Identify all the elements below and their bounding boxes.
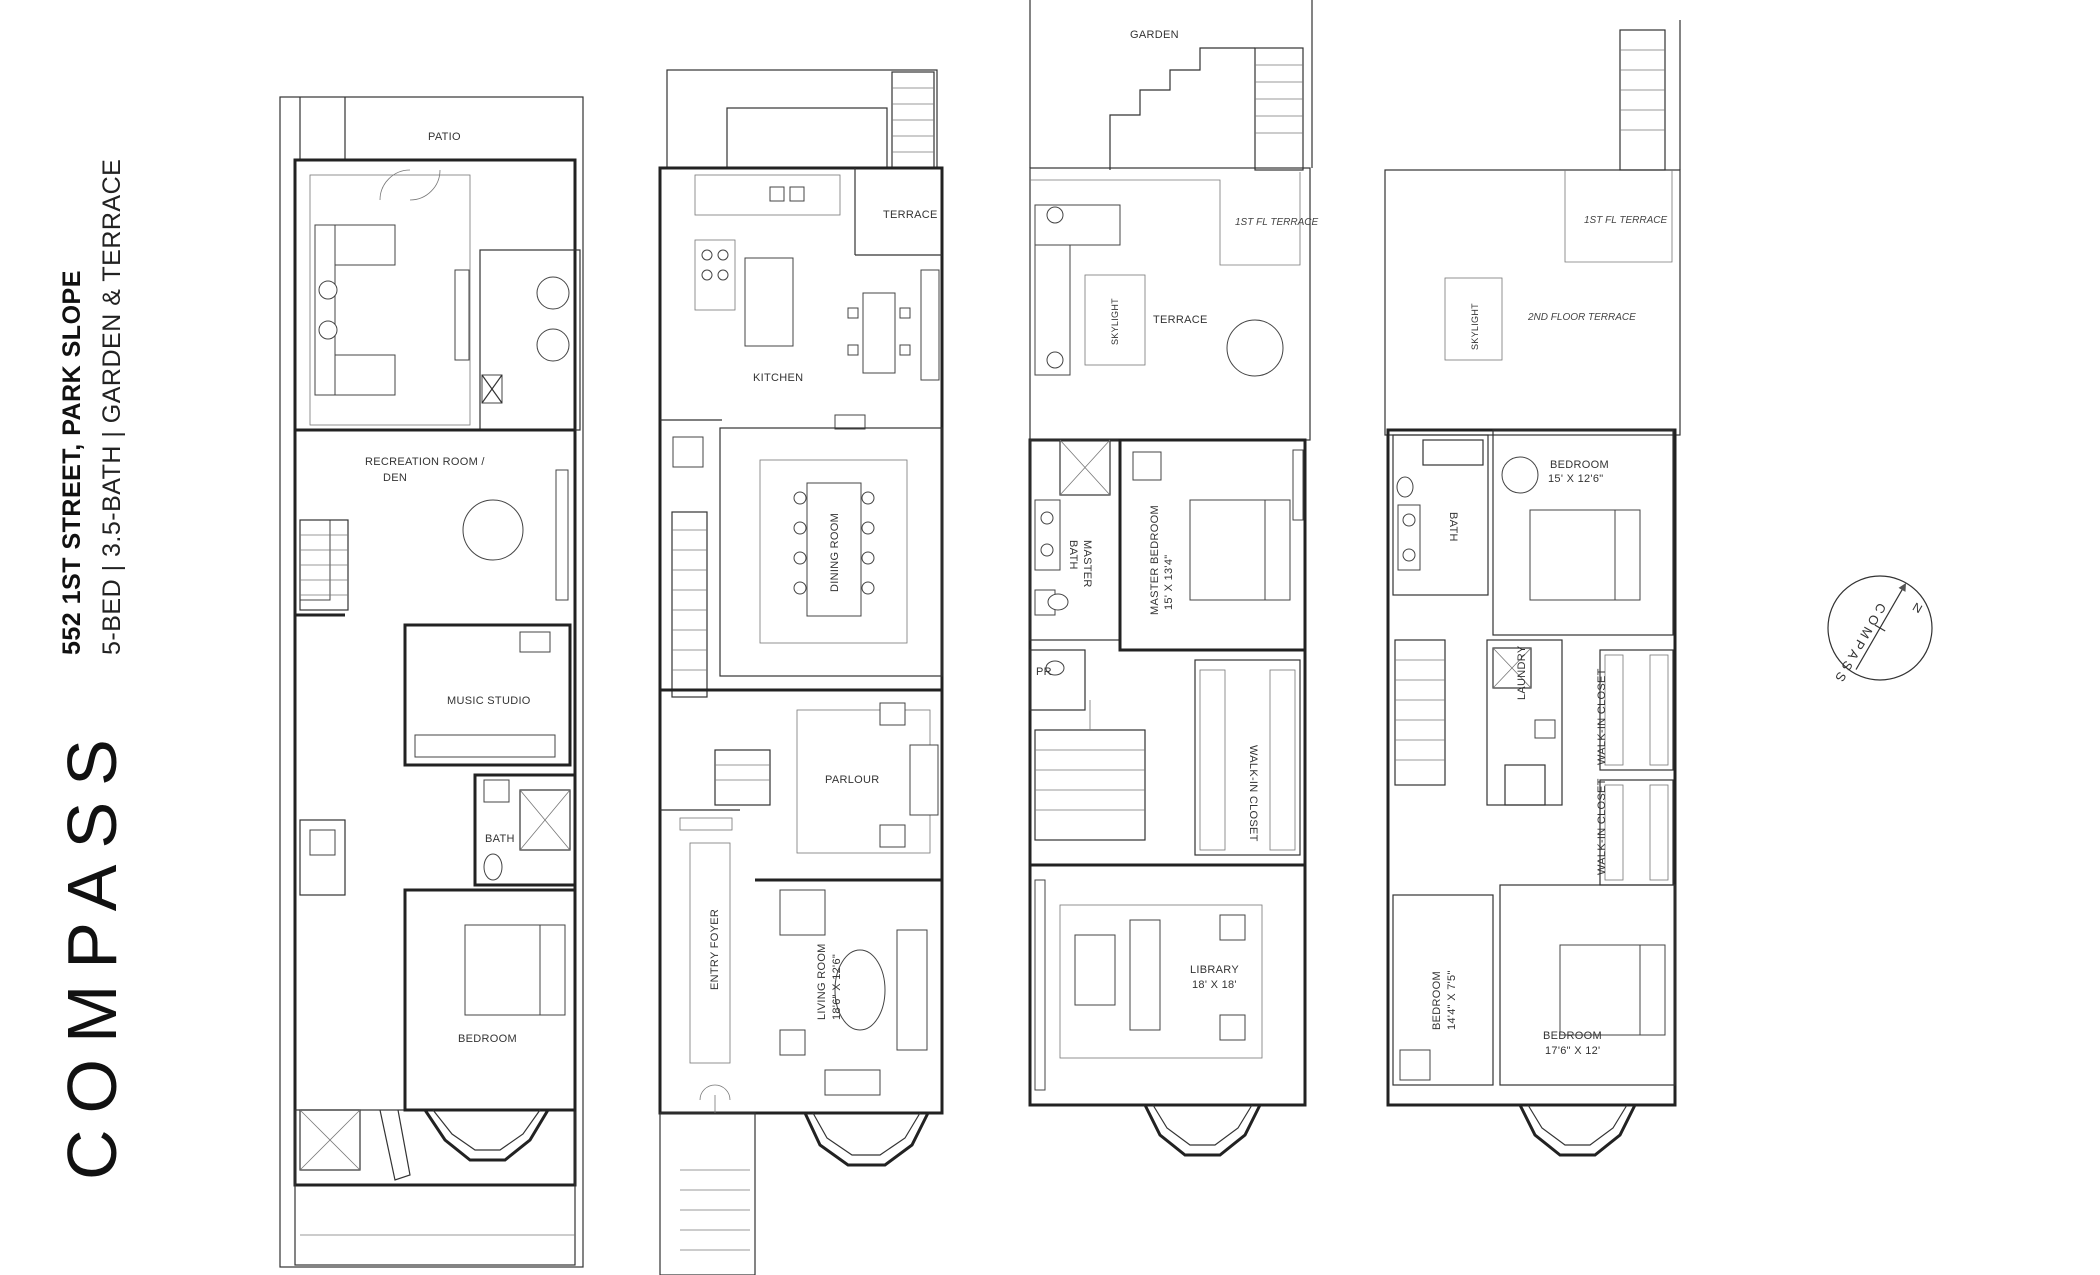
label-walk-in-closet-a: WALK-IN CLOSET: [1596, 668, 1608, 765]
label-second-terrace: TERRACE: [1153, 314, 1208, 326]
label-master-bedroom: MASTER BEDROOM: [1149, 505, 1161, 615]
compass-north: N: [1910, 600, 1925, 617]
label-living-room: LIVING ROOM: [816, 943, 828, 1020]
label-bedroom-c-size: 17'6" X 12': [1545, 1045, 1600, 1057]
label-master-bedroom-size: 15' X 13'4": [1163, 555, 1175, 610]
label-living-room-size: 18'6" X 12'6": [831, 954, 843, 1020]
label-pr: PR: [1036, 666, 1052, 678]
label-kitchen: KITCHEN: [753, 372, 803, 384]
garden-stairs: [299, 519, 349, 611]
label-dining-room: DINING ROOM: [829, 513, 841, 592]
label-second-floor-terrace: 2ND FLOOR TERRACE: [1527, 312, 1636, 323]
label-walk-in-closet-b: WALK-IN CLOSET: [1596, 778, 1608, 875]
label-patio: PATIO: [428, 131, 461, 143]
label-laundry: LAUNDRY: [1516, 645, 1528, 700]
label-bedroom-b: BEDROOM: [1431, 971, 1443, 1030]
label-recreation-room: RECREATION ROOM /: [365, 456, 485, 468]
label-bedroom-a: BEDROOM: [1550, 459, 1609, 471]
top-level-plan: 1ST FL TERRACE SKYLIGHT 2ND FLOOR TERRAC…: [1384, 20, 1681, 1157]
label-first-fl-terrace-3: 1ST FL TERRACE: [1584, 215, 1667, 226]
label-garden-bath: BATH: [485, 833, 515, 845]
label-bedroom-a-size: 15' X 12'6": [1548, 473, 1603, 485]
compass-rose-label: COMPASS: [1830, 600, 1889, 687]
parlour-level-plan: TERRACE KITCHEN DINING ROOM PARLOUR ENTR…: [658, 69, 944, 1275]
label-first-fl-terrace-2: 1ST FL TERRACE: [1235, 217, 1318, 228]
label-library: LIBRARY: [1190, 964, 1239, 976]
label-library-size: 18' X 18': [1192, 979, 1237, 991]
label-garden-bedroom: BEDROOM: [458, 1033, 517, 1045]
label-top-bath: BATH: [1447, 512, 1459, 542]
compass-rose: COMPASS N: [1827, 575, 1933, 688]
label-parlour: PARLOUR: [825, 774, 879, 786]
compass-arrow-icon: [1898, 582, 1906, 592]
label-master-bath-2: BATH: [1067, 540, 1079, 570]
label-den: DEN: [383, 472, 407, 484]
label-skylight-3: SKYLIGHT: [1470, 303, 1480, 350]
label-bedroom-c: BEDROOM: [1543, 1030, 1602, 1042]
garden-level-plan: PATIO RECREATION ROOM / DEN MUSIC STUDIO…: [279, 96, 584, 1268]
label-skylight-2: SKYLIGHT: [1110, 298, 1120, 345]
master-level-plan: GARDEN 1ST FL TERRACE SKYLIGHT TERRACE M…: [1028, 0, 1318, 1157]
label-music-studio: MUSIC STUDIO: [447, 695, 531, 707]
label-parlour-terrace: TERRACE: [883, 209, 938, 221]
label-garden: GARDEN: [1130, 29, 1179, 41]
label-bedroom-b-size: 14'4" X 7'5": [1446, 970, 1458, 1030]
label-master-bath-1: MASTER: [1081, 540, 1093, 588]
label-second-walk-in-closet: WALK-IN CLOSET: [1247, 745, 1259, 842]
label-entry-foyer: ENTRY FOYER: [709, 909, 721, 990]
